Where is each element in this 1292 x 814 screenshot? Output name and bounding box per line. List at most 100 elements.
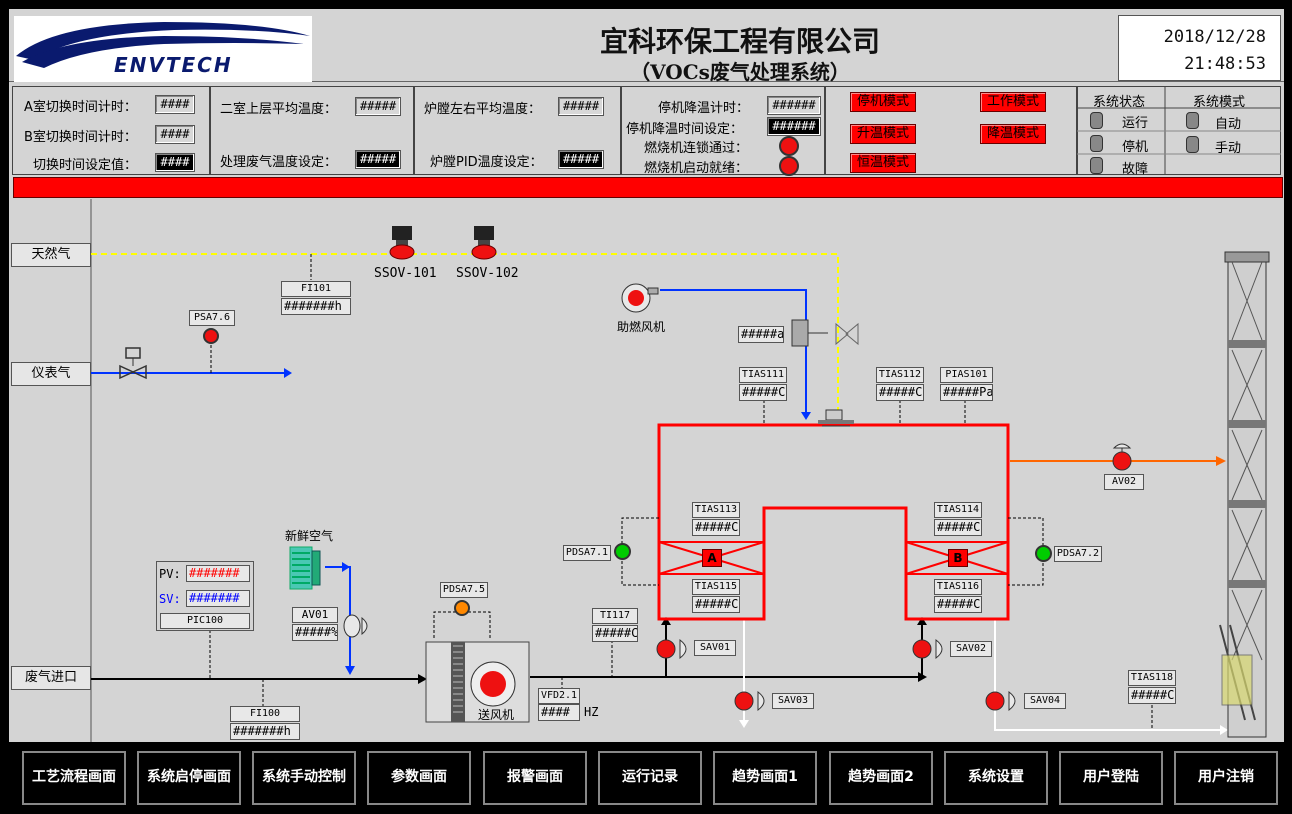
fault-indicator xyxy=(1090,157,1103,174)
pdsa72-lamp xyxy=(1035,545,1052,562)
sav02-valve-icon[interactable] xyxy=(912,636,950,662)
burner-interlock-lamp xyxy=(779,136,799,156)
tias113-value: #####C xyxy=(692,519,740,536)
page-title: 宜科环保工程有限公司 xyxy=(599,25,880,58)
tias118-value: #####C xyxy=(1128,687,1176,704)
sav02-tag: SAV02 xyxy=(950,641,992,657)
nav-button-1[interactable]: 工艺流程画面 xyxy=(22,751,126,805)
alarm-banner[interactable] xyxy=(13,177,1283,198)
ssov-102-label: SSOV-102 xyxy=(456,266,519,281)
furnace-pid-label: 炉膛PID温度设定： xyxy=(430,155,543,170)
clock-time: 21:48:53 xyxy=(1184,54,1266,74)
vfd-tag: VFD2.1 xyxy=(538,688,580,704)
tias112-value: #####C xyxy=(876,384,924,401)
run-indicator xyxy=(1090,112,1103,129)
company-logo: ENVTECH xyxy=(14,16,312,82)
supply-fan-label: 送风机 xyxy=(478,708,515,722)
stop-cool-set-label: 停机降温时间设定： xyxy=(626,122,744,137)
burner-icon xyxy=(818,409,854,427)
b-switch-timer-label: B室切换时间计时： xyxy=(24,130,137,145)
upper-avg-temp-value: ##### xyxy=(355,97,401,116)
pdsa75-lamp xyxy=(454,600,470,616)
sav01-valve-icon[interactable] xyxy=(656,636,694,662)
clock: 2018/12/28 21:48:53 xyxy=(1118,15,1281,81)
pdsa75-tag: PDSA7.5 xyxy=(440,582,488,598)
bed-b-label: B xyxy=(948,549,968,567)
ssov-101-valve-icon[interactable] xyxy=(388,224,416,262)
natural-gas-inlet: 天然气 xyxy=(11,243,91,267)
av01-value: #####% xyxy=(292,624,338,641)
av01-tag: AV01 xyxy=(292,607,338,623)
sav01-tag: SAV01 xyxy=(694,640,736,656)
instrument-air-valve-icon[interactable] xyxy=(116,346,150,380)
nav-button-2[interactable]: 系统启停画面 xyxy=(137,751,241,805)
burner-control-valve-icon[interactable] xyxy=(786,316,862,350)
nav-button-8[interactable]: 趋势画面2 xyxy=(829,751,933,805)
cool-mode-button[interactable]: 降温模式 xyxy=(980,124,1046,144)
pv-label: PV: xyxy=(159,567,181,581)
furnace-avg-temp-label: 炉膛左右平均温度： xyxy=(424,102,542,117)
pias101-value: #####Pa xyxy=(940,384,993,401)
nav-button-10[interactable]: 用户登陆 xyxy=(1059,751,1163,805)
pv-value: ####### xyxy=(186,565,250,582)
sv-value[interactable]: ####### xyxy=(186,590,250,607)
vfd-value[interactable]: #### xyxy=(538,704,580,721)
sav04-valve-icon[interactable] xyxy=(985,688,1023,714)
manual-indicator[interactable] xyxy=(1186,136,1199,153)
ssov-101-label: SSOV-101 xyxy=(374,266,437,281)
ssov-102-valve-icon[interactable] xyxy=(470,224,498,262)
work-mode-button[interactable]: 工作模式 xyxy=(980,92,1046,112)
manual-label: 手动 xyxy=(1215,141,1242,156)
instrument-air-inlet: 仪表气 xyxy=(11,362,91,386)
pias101-tag: PIAS101 xyxy=(940,367,993,383)
nav-button-5[interactable]: 报警画面 xyxy=(483,751,587,805)
fi100-value: #######h xyxy=(230,723,300,740)
a-switch-timer-value: #### xyxy=(155,95,195,114)
psa76-lamp xyxy=(203,328,219,344)
av02-tag: AV02 xyxy=(1104,474,1144,490)
burner-valve-value: #####a xyxy=(738,326,784,343)
pdsa71-tag: PDSA7.1 xyxy=(563,545,611,561)
clock-date: 2018/12/28 xyxy=(1163,27,1266,47)
heat-mode-button[interactable]: 升温模式 xyxy=(850,124,916,144)
nav-button-9[interactable]: 系统设置 xyxy=(944,751,1048,805)
switch-setting-input[interactable]: #### xyxy=(155,153,195,172)
burner-ready-label: 燃烧机启动就绪： xyxy=(644,161,749,176)
system-state-title: 系统状态 xyxy=(1093,95,1146,110)
stop-label: 停机 xyxy=(1122,140,1149,155)
tias114-value: #####C xyxy=(934,519,982,536)
logo-swoosh-icon xyxy=(16,22,310,68)
tias116-tag: TIAS116 xyxy=(934,579,982,595)
waste-gas-inlet: 废气进口 xyxy=(11,666,91,690)
system-mode-title: 系统模式 xyxy=(1193,95,1246,110)
stop-cool-timer-value: ###### xyxy=(767,96,821,115)
sav03-valve-icon[interactable] xyxy=(734,688,772,714)
nav-button-6[interactable]: 运行记录 xyxy=(598,751,702,805)
tias111-tag: TIAS111 xyxy=(739,367,787,383)
tias114-tag: TIAS114 xyxy=(934,502,982,518)
tias118-tag: TIAS118 xyxy=(1128,670,1176,686)
fi101-tag: FI101 xyxy=(281,281,351,297)
nav-button-11[interactable]: 用户注销 xyxy=(1174,751,1278,805)
nav-button-4[interactable]: 参数画面 xyxy=(367,751,471,805)
av02-valve-icon[interactable] xyxy=(1108,440,1136,474)
stop-indicator xyxy=(1090,135,1103,152)
combustion-fan-icon[interactable] xyxy=(620,282,660,314)
psa76-tag: PSA7.6 xyxy=(189,310,235,326)
constant-temp-mode-button[interactable]: 恒温模式 xyxy=(850,153,916,173)
waste-temp-set-input[interactable]: ##### xyxy=(355,150,401,169)
auto-indicator[interactable] xyxy=(1186,112,1199,129)
stop-cool-set-input[interactable]: ###### xyxy=(767,117,821,136)
fault-label: 故障 xyxy=(1122,162,1149,177)
fresh-air-label: 新鲜空气 xyxy=(285,529,334,543)
stop-mode-button[interactable]: 停机模式 xyxy=(850,92,916,112)
supply-fan-icon[interactable] xyxy=(425,640,530,724)
av01-valve-icon[interactable] xyxy=(340,612,376,640)
nav-button-7[interactable]: 趋势画面1 xyxy=(713,751,817,805)
stop-cool-timer-label: 停机降温计时： xyxy=(658,101,750,116)
nav-button-3[interactable]: 系统手动控制 xyxy=(252,751,356,805)
tias112-tag: TIAS112 xyxy=(876,367,924,383)
furnace-pid-input[interactable]: ##### xyxy=(558,150,604,169)
b-switch-timer-value: #### xyxy=(155,125,195,144)
